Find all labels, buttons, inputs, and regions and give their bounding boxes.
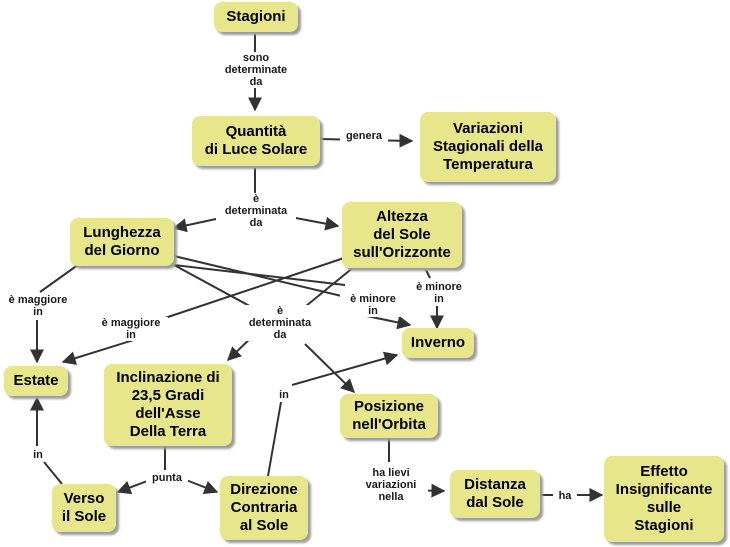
edge-punta-verso (116, 479, 151, 495)
edge-lunghezza-cross (173, 264, 346, 286)
link-ha: ha (553, 490, 577, 502)
edge-altezza-maggiore (164, 255, 351, 319)
concept-posizione-orbita[interactable]: Posizione nell'Orbita (340, 394, 438, 438)
link-e-minore-in-1: è minore in (340, 293, 406, 317)
concept-verso-sole[interactable]: Verso il Sole (52, 484, 116, 532)
edge-verso-in (43, 461, 63, 485)
link-in-inverno: in (274, 389, 294, 401)
edge-altezza-minore (423, 265, 431, 279)
link-e-determinata-da-1: è determinata da (216, 193, 296, 229)
concept-estate[interactable]: Estate (4, 366, 68, 396)
concept-altezza-sole[interactable]: Altezza del Sole sull'Orizzonte (342, 202, 462, 268)
link-in-estate: in (28, 449, 48, 461)
edge-in-inverno (291, 351, 399, 386)
concept-lunghezza-giorno[interactable]: Lunghezza del Giorno (70, 218, 174, 266)
link-ha-lievi-variazioni-nella: ha lievi variazioni nella (354, 467, 428, 503)
link-e-minore-in-2: è minore in (406, 281, 472, 305)
concept-distanza-sole[interactable]: Distanza dal Sole (450, 470, 540, 518)
edge-det-posizione (304, 343, 356, 393)
edge-punta-direzione (185, 479, 219, 494)
concept-effetto-insignificante[interactable]: Effetto Insignificante sulle Stagioni (604, 456, 724, 542)
concept-inclinazione-asse[interactable]: Inclinazione di 23,5 Gradi dell'Asse Del… (104, 364, 232, 446)
concept-stagioni[interactable]: Stagioni (214, 2, 298, 32)
concept-variazioni-temperatura[interactable]: Variazioni Stagionali della Temperatura (420, 112, 556, 182)
edge-lunghezza-estate (39, 261, 83, 293)
link-e-maggiore-in-1: è maggiore in (2, 294, 74, 318)
edge-direzione-in (267, 401, 282, 477)
link-e-maggiore-in-2: è maggiore in (94, 317, 168, 341)
concept-direzione-contraria[interactable]: Direzione Contraria al Sole (220, 476, 308, 540)
concept-inverno[interactable]: Inverno (402, 328, 474, 358)
edge-altezza-maggiore-2 (61, 337, 141, 365)
link-e-determinata-da-2: è determinata da (240, 305, 320, 341)
link-punta: punta (146, 472, 188, 484)
concept-quantita-luce[interactable]: Quantità di Luce Solare (192, 116, 320, 166)
edge-lunghezza-minore (173, 255, 351, 299)
link-genera: genera (340, 130, 388, 142)
link-sono-determinate-da: sono determinate da (217, 52, 295, 88)
